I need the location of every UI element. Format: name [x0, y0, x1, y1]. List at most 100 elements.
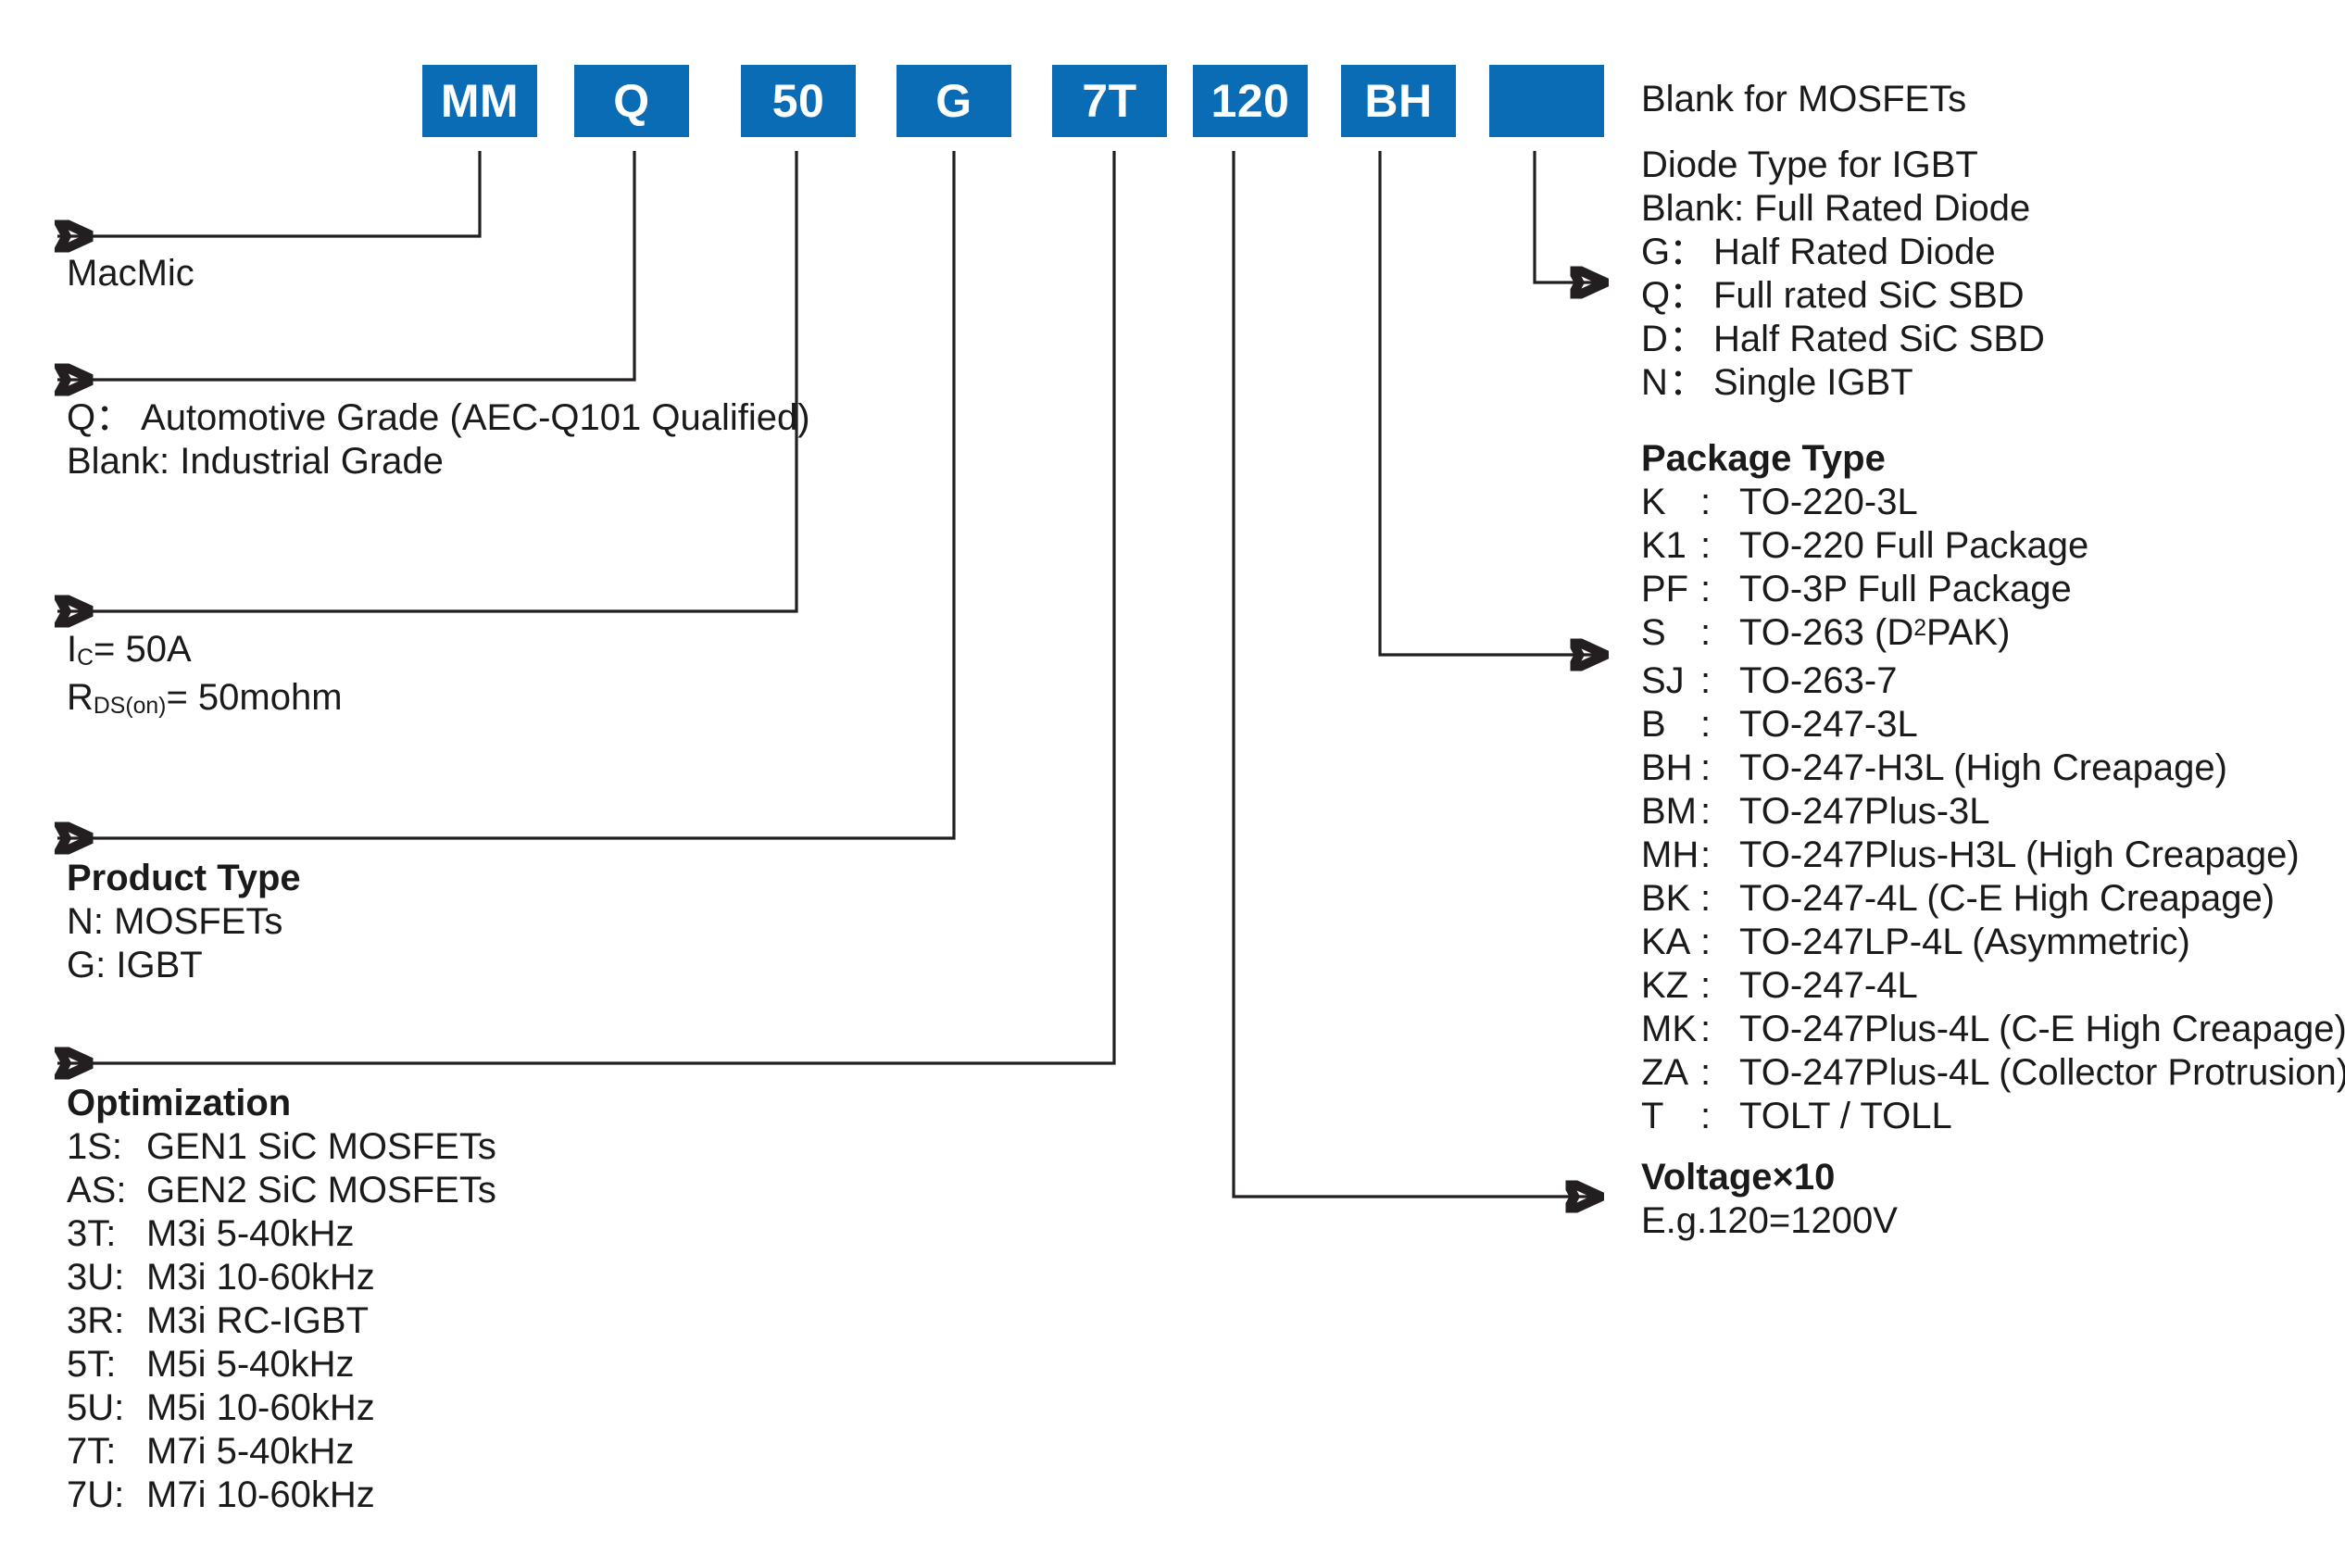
optimization-item-description: M5i 10-60kHz: [146, 1387, 375, 1428]
block-voltage: Voltage×10 E.g.120=1200V: [1641, 1156, 1898, 1243]
optimization-item-description: M3i 10-60kHz: [146, 1257, 375, 1298]
voltage-example: E.g.120=1200V: [1641, 1200, 1898, 1241]
mosfet-note: Blank for MOSFETs: [1641, 79, 1967, 119]
package-item-code: S: [1641, 612, 1666, 653]
package-item-code: BM: [1641, 791, 1697, 832]
diode-item-separator: ：: [1669, 319, 1706, 359]
package-item-description: TO-247Plus-H3L (High Creapage): [1739, 834, 2300, 875]
optimization-item-description: M3i 5-40kHz: [146, 1213, 355, 1254]
package-item-description: TO-247Plus-4L (C-E High Creapage): [1739, 1009, 2345, 1049]
diode-type-heading: Diode Type for IGBT: [1641, 144, 1978, 185]
package-item-description: TO-220 Full Package: [1739, 525, 2089, 566]
package-item-row: BH:TO-247-H3L (High Creapage): [1641, 746, 2345, 790]
optimization-item-description: M7i 5-40kHz: [146, 1431, 355, 1472]
package-item-row: B: TO-247-3L: [1641, 703, 2345, 746]
package-item-separator: :: [1700, 704, 1712, 745]
package-item-row: KZ: TO-247-4L: [1641, 964, 2345, 1008]
package-item-separator: :: [1700, 791, 1712, 832]
package-item-row: S: TO-263 (D2PAK): [1641, 611, 2345, 659]
package-item-separator: :: [1700, 834, 1712, 875]
diode-item-row: G：Half Rated Diode: [1641, 231, 2045, 274]
diode-item-row: N：Single IGBT: [1641, 361, 2045, 405]
diode-item-separator: ：: [1669, 275, 1706, 316]
diode-item-code: G: [1641, 232, 1671, 272]
package-item-separator: :: [1700, 965, 1712, 1006]
code-box-diode-type[interactable]: [1489, 65, 1604, 137]
optimization-item-code: 5T:: [67, 1344, 117, 1385]
package-item-row: KA: TO-247LP-4L (Asymmetric): [1641, 921, 2345, 964]
code-box-voltage[interactable]: 120: [1193, 65, 1308, 137]
package-item-separator: :: [1700, 569, 1712, 609]
optimization-item-description: GEN2 SiC MOSFETs: [146, 1170, 496, 1210]
diode-item-separator: ：: [1669, 362, 1706, 403]
code-box-grade[interactable]: Q: [574, 65, 689, 137]
rating-current-symbol: I: [67, 629, 78, 670]
package-item-description: TO-247-4L: [1739, 965, 1918, 1006]
optimization-item-code: AS:: [67, 1170, 127, 1210]
diode-item-code: N: [1641, 362, 1668, 403]
package-item-description: TO-247LP-4L (Asymmetric): [1739, 922, 2190, 962]
code-box-package-type[interactable]: BH: [1341, 65, 1456, 137]
optimization-item-description: M7i 10-60kHz: [146, 1474, 375, 1515]
optimization-item-row: 3T:M3i 5-40kHz: [67, 1212, 496, 1256]
package-item-code: SJ: [1641, 660, 1685, 701]
package-item-code: B: [1641, 704, 1666, 745]
rating-current: IC= 50A: [67, 628, 343, 676]
package-item-separator: :: [1700, 1096, 1712, 1136]
package-item-code: KA: [1641, 922, 1691, 962]
package-item-description: TO-247-4L (C-E High Creapage): [1739, 878, 2276, 919]
code-box-manufacturer[interactable]: MM: [422, 65, 537, 137]
package-item-row: PF:TO-3P Full Package: [1641, 568, 2345, 611]
optimization-item-row: AS: GEN2 SiC MOSFETs: [67, 1169, 496, 1212]
grade-industrial: Blank: Industrial Grade: [67, 441, 444, 482]
block-product-type: Product Type N: MOSFETs G: IGBT: [67, 857, 301, 987]
optimization-item-row: 3U: M3i 10-60kHz: [67, 1256, 496, 1299]
package-item-separator: :: [1700, 482, 1712, 522]
package-item-code: ZA: [1641, 1052, 1689, 1093]
block-manufacturer: MacMic: [67, 252, 194, 295]
diode-item-description: Half Rated Diode: [1713, 232, 1996, 272]
package-item-row: K: TO-220-3L: [1641, 481, 2345, 524]
package-item-separator: :: [1700, 612, 1712, 653]
voltage-heading: Voltage×10: [1641, 1157, 1836, 1198]
package-item-separator: :: [1700, 878, 1712, 919]
diode-item-row: Q：Full rated SiC SBD: [1641, 274, 2045, 318]
optimization-item-code: 7U:: [67, 1474, 125, 1515]
block-mosfet-note: Blank for MOSFETs: [1641, 78, 1966, 121]
optimization-item-row: 5T:M5i 5-40kHz: [67, 1343, 496, 1386]
code-box-current-rating[interactable]: 50: [741, 65, 856, 137]
package-item-description: TO-220-3L: [1739, 482, 1918, 522]
rating-rdson-symbol: R: [67, 677, 94, 718]
product-type-igbt: G: IGBT: [67, 945, 203, 985]
leader-manufacturer: [57, 151, 482, 236]
optimization-item-row: 3R:M3i RC-IGBT: [67, 1299, 496, 1343]
diode-item-separator: ：: [1669, 232, 1706, 272]
package-item-code: KZ: [1641, 965, 1689, 1006]
optimization-item-code: 5U:: [67, 1387, 125, 1428]
rating-current-subscript: C: [77, 646, 94, 671]
package-item-description: TO-263 (D2PAK): [1739, 612, 2011, 653]
package-item-description: TO-247Plus-4L (Collector Protrusion): [1739, 1052, 2345, 1093]
block-grade: Q： Automotive Grade (AEC-Q101 Qualified)…: [67, 396, 810, 483]
package-item-code: K1: [1641, 525, 1687, 566]
optimization-item-row: 7U: M7i 10-60kHz: [67, 1474, 496, 1517]
optimization-item-code: 3U:: [67, 1257, 125, 1298]
code-box-product-type[interactable]: G: [897, 65, 1011, 137]
package-item-row: MK:TO-247Plus-4L (C-E High Creapage): [1641, 1008, 2345, 1051]
package-item-code: K: [1641, 482, 1666, 522]
package-item-description: TO-247-H3L (High Creapage): [1739, 747, 2227, 788]
block-ratings: IC= 50A RDS(on)= 50mohm: [67, 628, 343, 724]
rating-rdson: RDS(on)= 50mohm: [67, 676, 343, 724]
package-item-description: TO-247-3L: [1739, 704, 1918, 745]
diode-blank: Blank: Full Rated Diode: [1641, 188, 2031, 229]
diode-item-description: Single IGBT: [1713, 362, 1913, 403]
code-box-optimization[interactable]: 7T: [1052, 65, 1167, 137]
package-item-separator: :: [1700, 1052, 1712, 1093]
package-item-separator: :: [1700, 922, 1712, 962]
